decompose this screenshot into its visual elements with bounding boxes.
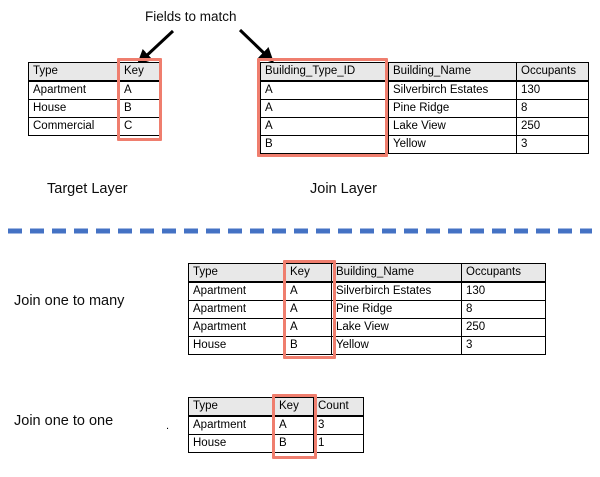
arrow-down-right-icon	[238, 28, 275, 63]
cell-key: B	[285, 336, 332, 355]
cell-building-name: Lake View	[388, 117, 517, 136]
cell-building-name: Yellow	[388, 135, 517, 154]
cell-count: 3	[313, 415, 364, 435]
cell-key: A	[119, 80, 161, 100]
cell-key: C	[119, 117, 161, 136]
cell-occupants: 3	[461, 336, 546, 355]
cell-building-name: Pine Ridge	[388, 99, 517, 118]
cell-key: A	[285, 281, 332, 301]
join-layer-caption: Join Layer	[310, 181, 377, 197]
table-header-row: Type Key Building_Name Occupants	[188, 263, 546, 283]
table-header-row: Type Key	[28, 62, 161, 82]
table-row: Commercial C	[28, 117, 161, 136]
stray-dot-mark: .	[166, 420, 170, 432]
table-row: Apartment A	[28, 80, 161, 100]
table-row: Apartment A Silverbirch Estates 130	[188, 281, 546, 301]
column-header-occupants: Occupants	[516, 62, 589, 82]
join-layer-table: Building_Type_ID Building_Name Occupants…	[260, 62, 589, 154]
cell-type: Apartment	[188, 318, 286, 337]
column-header-type: Type	[28, 62, 120, 82]
cell-occupants: 8	[516, 99, 589, 118]
cell-key: B	[119, 99, 161, 118]
cell-building-type-id: A	[260, 99, 389, 118]
table-row: House B	[28, 99, 161, 118]
column-header-key: Key	[274, 397, 314, 417]
cell-type: Apartment	[188, 281, 286, 301]
cell-occupants: 250	[516, 117, 589, 136]
cell-key: A	[285, 318, 332, 337]
table-header-row: Building_Type_ID Building_Name Occupants	[260, 62, 589, 82]
cell-key: B	[274, 434, 314, 453]
table-row: House B 1	[188, 434, 364, 453]
table-header-row: Type Key Count	[188, 397, 364, 417]
cell-type: Commercial	[28, 117, 120, 136]
column-header-building-name: Building_Name	[388, 62, 517, 82]
table-row: Apartment A Pine Ridge 8	[188, 300, 546, 319]
target-layer-caption: Target Layer	[47, 181, 128, 197]
one-to-one-result-table: Type Key Count Apartment A 3 House B 1	[188, 397, 364, 453]
column-header-occupants: Occupants	[461, 263, 546, 283]
arrow-down-left-icon	[136, 29, 175, 65]
cell-type: House	[188, 336, 286, 355]
cell-type: Apartment	[28, 80, 120, 100]
table-row: A Silverbirch Estates 130	[260, 80, 589, 100]
join-one-to-one-label: Join one to one	[14, 413, 114, 429]
cell-occupants: 3	[516, 135, 589, 154]
column-header-building-type-id: Building_Type_ID	[260, 62, 389, 82]
column-header-key: Key	[285, 263, 332, 283]
cell-building-name: Pine Ridge	[331, 300, 462, 319]
one-to-many-result-table: Type Key Building_Name Occupants Apartme…	[188, 263, 546, 355]
cell-building-name: Silverbirch Estates	[388, 80, 517, 100]
cell-type: Apartment	[188, 415, 275, 435]
table-row: Apartment A 3	[188, 415, 364, 435]
cell-key: A	[285, 300, 332, 319]
join-one-to-many-label: Join one to many	[14, 293, 125, 309]
column-header-count: Count	[313, 397, 364, 417]
cell-building-type-id: A	[260, 80, 389, 100]
column-header-type: Type	[188, 397, 275, 417]
cell-occupants: 130	[461, 281, 546, 301]
column-header-type: Type	[188, 263, 286, 283]
cell-building-name: Yellow	[331, 336, 462, 355]
table-row: B Yellow 3	[260, 135, 589, 154]
cell-building-name: Silverbirch Estates	[331, 281, 462, 301]
fields-to-match-label: Fields to match	[145, 9, 237, 24]
cell-type: House	[28, 99, 120, 118]
cell-building-name: Lake View	[331, 318, 462, 337]
cell-type: House	[188, 434, 275, 453]
cell-count: 1	[313, 434, 364, 453]
column-header-key: Key	[119, 62, 161, 82]
table-row: A Pine Ridge 8	[260, 99, 589, 118]
target-layer-table: Type Key Apartment A House B Commercial …	[28, 62, 161, 136]
cell-occupants: 8	[461, 300, 546, 319]
column-header-building-name: Building_Name	[331, 263, 462, 283]
cell-key: A	[274, 415, 314, 435]
table-row: A Lake View 250	[260, 117, 589, 136]
table-row: House B Yellow 3	[188, 336, 546, 355]
cell-building-type-id: B	[260, 135, 389, 154]
dashed-divider-icon	[8, 228, 592, 234]
cell-type: Apartment	[188, 300, 286, 319]
cell-occupants: 130	[516, 80, 589, 100]
cell-occupants: 250	[461, 318, 546, 337]
cell-building-type-id: A	[260, 117, 389, 136]
table-row: Apartment A Lake View 250	[188, 318, 546, 337]
